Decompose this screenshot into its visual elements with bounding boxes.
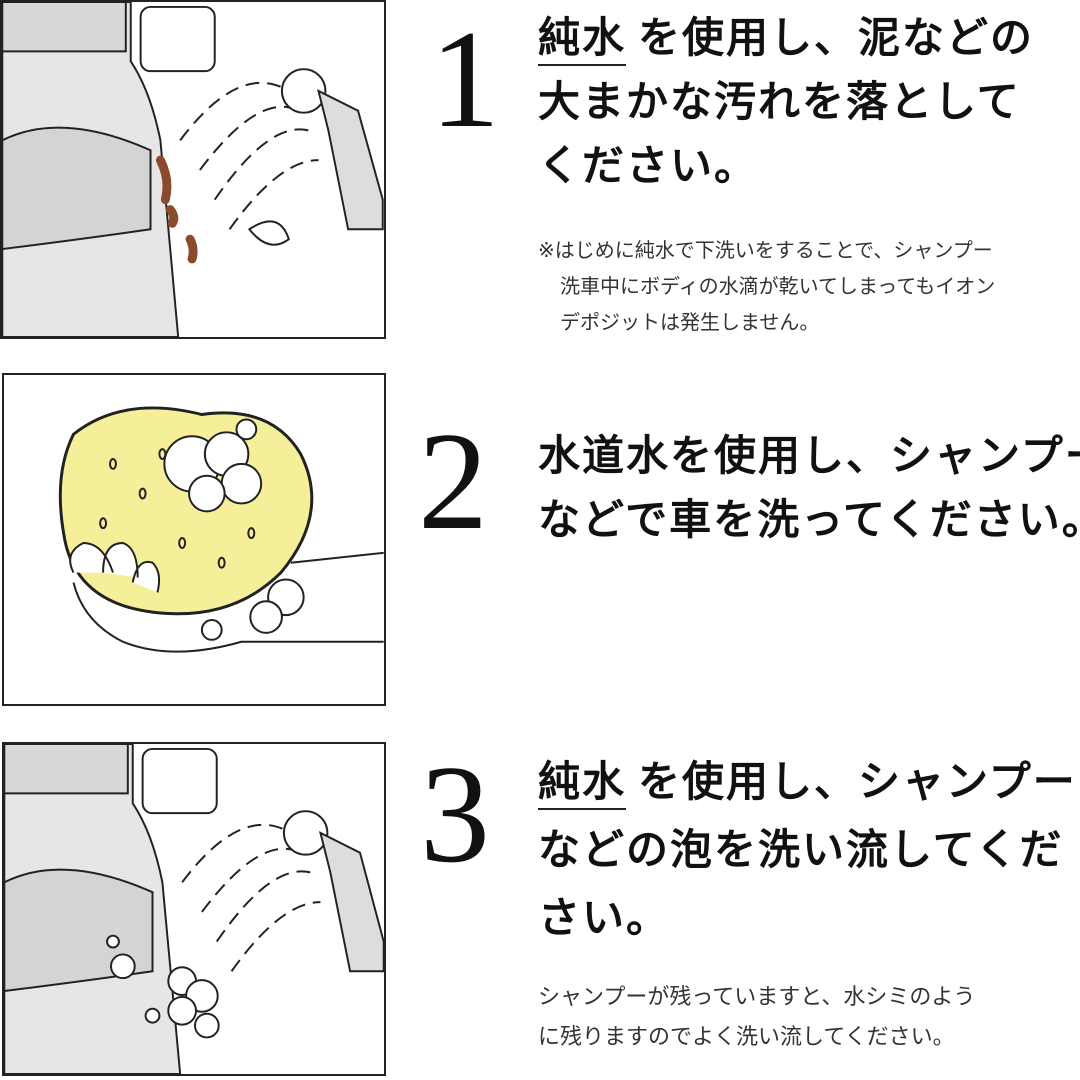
heading-line: 大まかな汚れを落として bbox=[538, 77, 1021, 126]
step1-heading: 純水を使用し、泥などの 大まかな汚れを落として ください。 bbox=[538, 6, 1034, 198]
note-line: 洗車中にボディの水滴が乾いてしまってもイオン bbox=[560, 274, 996, 298]
heading-line: を使用し、シャンプー bbox=[638, 757, 1077, 806]
heading-line: 水道水を使用し、シャンプー bbox=[538, 431, 1080, 480]
step-number: 1 bbox=[430, 2, 500, 157]
note-line: シャンプーが残っていますと、水シミのよう bbox=[538, 985, 976, 1010]
pure-water-keyword: 純水 bbox=[538, 757, 627, 810]
step1-illustration-car-rinse bbox=[0, 0, 386, 339]
note-line: に残りますのでよく洗い流してください。 bbox=[538, 1025, 955, 1050]
step3-illustration-rinse-foam bbox=[2, 742, 386, 1076]
step2-illustration-sponge bbox=[2, 373, 386, 706]
note-line: ※はじめに純水で下洗いをすることで、シャンプー bbox=[538, 238, 993, 262]
step3-note: シャンプーが残っていますと、水シミのよう に残りますのでよく洗い流してください。 bbox=[538, 978, 975, 1058]
step-number: 3 bbox=[420, 737, 490, 892]
heading-line: などで車を洗ってください。 bbox=[538, 495, 1080, 544]
heading-line: ください。 bbox=[538, 141, 759, 190]
heading-line: さい。 bbox=[538, 893, 671, 942]
step3-heading: 純水を使用し、シャンプー などの泡を洗い流してくだ さい。 bbox=[538, 748, 1077, 952]
car-hose-mud-illustration bbox=[2, 2, 384, 337]
sponge-hand-illustration bbox=[58, 406, 384, 653]
heading-line: を使用し、泥などの bbox=[638, 13, 1035, 62]
step1-note: ※はじめに純水で下洗いをすることで、シャンプー 洗車中にボディの水滴が乾いてしま… bbox=[538, 232, 995, 340]
step2-heading: 水道水を使用し、シャンプー などで車を洗ってください。 bbox=[538, 424, 1080, 552]
heading-line: などの泡を洗い流してくだ bbox=[538, 825, 1064, 874]
step-number: 2 bbox=[418, 404, 488, 559]
note-line: デポジットは発生しません。 bbox=[560, 310, 820, 334]
pure-water-keyword: 純水 bbox=[538, 13, 627, 66]
car-hose-foam-illustration bbox=[4, 744, 384, 1074]
